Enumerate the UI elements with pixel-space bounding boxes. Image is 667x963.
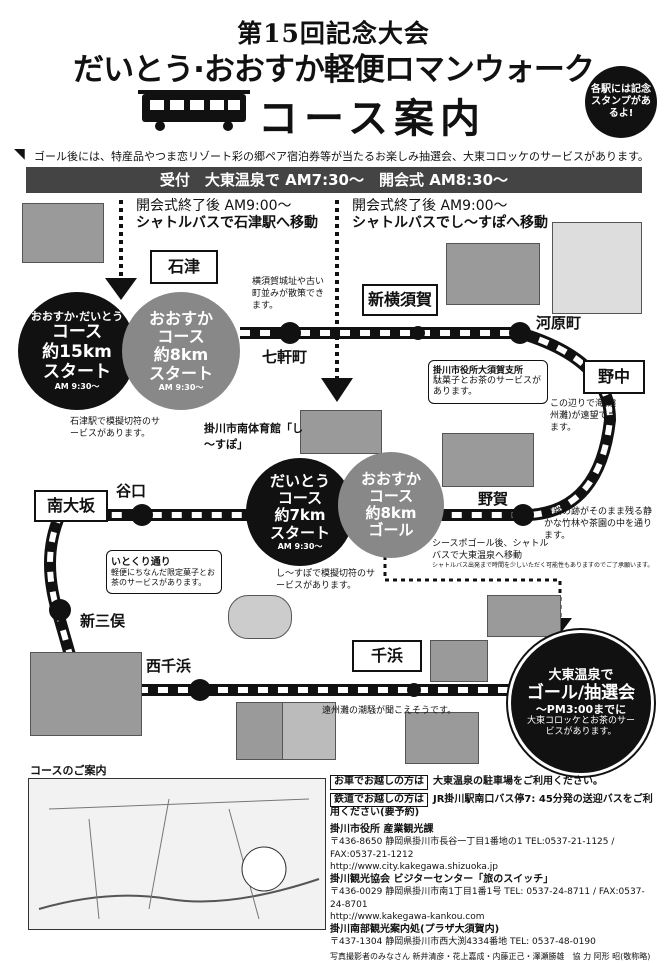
start-7-line2: コース: [278, 490, 322, 507]
itokuri-service: 軽便にちなんだ限定菓子とお茶のサービスがあります。: [111, 568, 217, 588]
start-8km: おおすか コース 約8km スタート AM 9:30～: [122, 292, 240, 410]
photo-gym: [300, 410, 382, 454]
station-shichikencho: 七軒町: [262, 346, 307, 367]
photo-walkers: [552, 222, 642, 314]
branch-office-service: 駄菓子とお茶のサービスがあります。: [433, 376, 543, 398]
note-shuttle-sub: シャトルバス出発まで時間を少しいただく可能性もありますのでご了承願います。: [432, 562, 656, 570]
org2-name: 掛川観光協会 ビジターセンター「旅のスイッチ」: [330, 874, 658, 887]
map-title: コースのご案内: [30, 762, 106, 778]
goal-line3: ～PM3:00までに: [536, 704, 626, 717]
gym-label: 掛川市南体育館「し～すぽ」: [204, 420, 304, 452]
station-sign-minamioosaka: 南大坂: [34, 490, 108, 522]
start-15-line3: 約15km: [42, 343, 112, 363]
org2-url[interactable]: http://www.kakegawa-kankou.com: [330, 911, 658, 924]
goal-line1: 大東温泉で: [548, 669, 613, 684]
goal-line4: 大東コロッケとお茶のサービスがあります。: [526, 716, 636, 737]
photo-chihama: [430, 640, 488, 682]
station-sign-ishizu: 石津: [150, 250, 218, 284]
start-15-time: AM 9:30～: [55, 382, 100, 391]
photo-shinyokosuka: [446, 243, 540, 305]
start-8-line2: コース: [157, 328, 204, 346]
start-8-line3: 約8km: [154, 346, 208, 364]
start-7-line4: スタート: [270, 525, 330, 542]
start-15-line4: スタート: [43, 363, 111, 383]
station-nishichihama: 西千浜: [146, 655, 191, 676]
rail-tag: 鉄道でお越しの方は: [330, 793, 428, 808]
note-ishizu-ticket: 石津駅で模擬切符のサービスがあります。: [70, 416, 166, 440]
branch-office-box: 掛川市役所大須賀支所 駄菓子とお茶のサービスがあります。: [428, 360, 548, 404]
start-7-line1: だいとう: [270, 473, 330, 490]
org1-detail: 〒436-8650 静岡県掛川市長谷一丁目1番地の1 TEL:0537-21-1…: [330, 836, 658, 861]
station-shinmitsumata: 新三俣: [80, 610, 125, 631]
start-15km: おおすか·だいとう コース 約15km スタート AM 9:30～: [18, 292, 136, 410]
note-sea-view: この辺りで海(遠州灘)が遠望できます。: [550, 398, 620, 434]
goal-8-line3: 約8km: [365, 505, 416, 522]
start-8-line4: スタート: [149, 365, 213, 383]
org1-name: 掛川市役所 産業観光課: [330, 824, 658, 837]
car-tag: お車でお越しの方は: [330, 775, 428, 790]
org1-url[interactable]: http://www.city.kakegawa.shizuoka.jp: [330, 861, 658, 874]
start-8-line1: おおすか: [149, 310, 213, 328]
org3-detail: 〒437-1304 静岡県掛川市西大渕4334番地 TEL: 0537-48-0…: [330, 936, 658, 949]
goal-line2: ゴール/抽選会: [527, 684, 635, 704]
goal-8-line4: ゴール: [368, 522, 413, 539]
photo-sea: [442, 433, 534, 487]
org2-detail: 〒436-0029 静岡県掛川市南1丁目1番1号 TEL: 0537-24-87…: [330, 886, 658, 911]
start-7-time: AM 9:30～: [278, 542, 323, 551]
station-sign-nonaka: 野中: [583, 360, 645, 394]
goal-circle: 大東温泉で ゴール/抽選会 ～PM3:00までに 大東コロッケとお茶のサービスが…: [508, 630, 654, 776]
photo-train: [30, 652, 142, 736]
goal-8km: おおすか コース 約8km ゴール: [338, 452, 444, 558]
goal-8-line2: コース: [369, 488, 413, 505]
photo-goal-building: [487, 595, 561, 637]
photo-snack: [228, 595, 292, 639]
itokuri-box: いとくり通り 軽便にちなんだ限定菓子とお茶のサービスがあります。: [106, 550, 222, 594]
car-info: 大東温泉の駐車場をご利用ください。: [433, 776, 603, 787]
note-sispo-ticket: し～すぽで模擬切符のサービスがあります。: [276, 568, 380, 592]
org3-name: 掛川南部観光案内処(プラザ大須賀内): [330, 924, 658, 937]
note-sea-sound: 遠州灘の潮騒が聞こえそうです。: [322, 705, 482, 717]
route-overview-map: [28, 778, 326, 930]
start-7-line3: 約7km: [274, 507, 325, 524]
start-8-time: AM 9:30～: [159, 383, 204, 392]
note-shuttle: シースポゴール後、シャトルバスで大東温泉へ移動: [432, 538, 552, 562]
note-castle-town: 横須賀城址や古い町並みが散策できます。: [252, 276, 330, 312]
station-sign-shinyokosuka: 新横須賀: [362, 284, 438, 316]
station-taniguchi: 谷口: [116, 480, 146, 501]
station-kawaramachi: 河原町: [536, 312, 581, 333]
start-15-line2: コース: [52, 323, 102, 343]
station-noga: 野賀: [478, 488, 508, 509]
credit: 写真撮影者のみなさん 新井清彦・花上嘉成・内藤正己・澤瀬勝雄 協 力 阿形 昭(…: [330, 951, 658, 963]
photo-bridge: [405, 712, 479, 764]
station-sign-chihama: 千浜: [352, 640, 422, 672]
itokuri-title: いとくり通り: [111, 553, 217, 568]
branch-office-title: 掛川市役所大須賀支所: [433, 363, 543, 376]
goal-8-line1: おおすか: [361, 471, 421, 488]
note-ruins: 線路の跡がそのまま残る静かな竹林や茶園の中を通ります。: [544, 506, 654, 542]
photo-ishizu: [22, 203, 104, 263]
